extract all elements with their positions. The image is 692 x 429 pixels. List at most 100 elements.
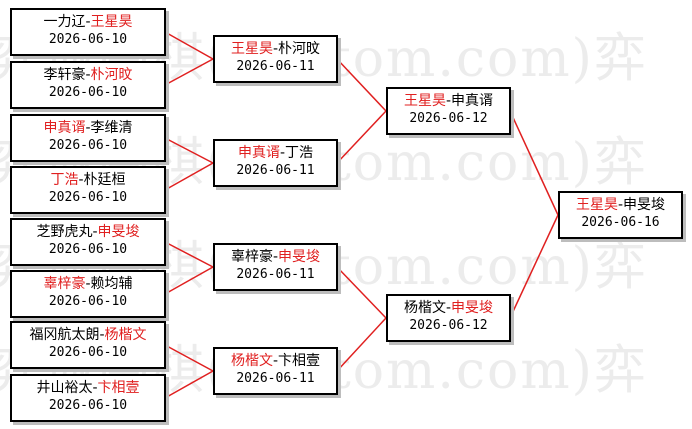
match-date: 2026-06-12: [409, 111, 488, 126]
match-players: 杨楷文-卞相壹: [215, 352, 336, 370]
player-2-name: 申旻埈: [451, 300, 494, 316]
match-date: 2026-06-12: [409, 318, 488, 333]
versus-dash: -: [85, 67, 91, 83]
match-date: 2026-06-11: [236, 371, 315, 386]
player-2-name: 杨楷文: [104, 327, 147, 343]
versus-dash: -: [99, 327, 105, 343]
player-1-name: 杨楷文: [403, 300, 446, 316]
match-date: 2026-06-11: [236, 59, 315, 74]
player-2-name: 丁浩: [285, 145, 314, 161]
player-2-name: 朴廷桓: [83, 172, 126, 188]
match-players: 王星昊-朴河旼: [215, 40, 336, 58]
versus-dash: -: [445, 300, 452, 316]
connector-r2m3-r3m2: [336, 266, 387, 319]
player-2-name: 申旻埈: [97, 224, 140, 240]
player-1-name: 芝野虎丸: [36, 224, 93, 240]
versus-dash: -: [272, 41, 279, 57]
player-2-name: 朴河旼: [278, 41, 321, 57]
player-1-name: 李轩豪: [43, 67, 86, 83]
versus-dash: -: [85, 120, 91, 136]
versus-dash: -: [78, 172, 84, 188]
connector-r1m2-r2m1: [164, 58, 214, 86]
match-date: 2026-06-10: [48, 345, 128, 360]
match-date: 2026-06-11: [236, 267, 315, 282]
match-date: 2026-06-11: [236, 163, 315, 178]
player-2-name: 王星昊: [90, 14, 133, 30]
versus-dash: -: [92, 380, 98, 396]
versus-dash: -: [272, 249, 279, 265]
match-date: 2026-06-10: [48, 398, 128, 413]
player-1-name: 一力辽: [43, 14, 86, 30]
player-1-name: 王星昊: [403, 93, 446, 109]
player-1-name: 申真谞: [43, 120, 86, 136]
match-players: 申真谞-丁浩: [215, 144, 336, 162]
match-players: 一力辽-王星昊: [12, 13, 164, 31]
connector-r3m2-final: [509, 214, 559, 319]
match-date: 2026-06-10: [48, 32, 128, 47]
player-1-name: 辜梓豪: [43, 276, 86, 292]
versus-dash: -: [617, 197, 624, 213]
player-2-name: 申真谞: [451, 93, 494, 109]
match-date: 2026-06-10: [48, 190, 128, 205]
match-players: 丁浩-朴廷桓: [12, 171, 164, 189]
match-date: 2026-06-10: [48, 294, 128, 309]
connector-r3m1-final: [509, 110, 559, 216]
match-date: 2026-06-16: [581, 215, 660, 230]
connector-r1m1-r2m1: [164, 31, 214, 60]
player-2-name: 卞相壹: [278, 353, 321, 369]
player-1-name: 辜梓豪: [230, 249, 273, 265]
match-players: 杨楷文-申旻埈: [388, 299, 509, 317]
match-date: 2026-06-10: [48, 138, 128, 153]
player-1-name: 王星昊: [575, 197, 618, 213]
match-players: 辜梓豪-赖均辅: [12, 275, 164, 293]
connector-r1m3-r2m2: [164, 137, 214, 164]
player-1-name: 丁浩: [50, 172, 79, 188]
connector-r1m7-r2m4: [164, 344, 214, 372]
player-2-name: 申旻埈: [623, 197, 666, 213]
versus-dash: -: [445, 93, 452, 109]
match-players: 申真谞-李维清: [12, 119, 164, 137]
connector-r1m6-r2m3: [164, 266, 214, 295]
player-1-name: 井山裕太: [36, 380, 93, 396]
match-players: 王星昊-申旻埈: [560, 196, 681, 214]
match-date: 2026-06-10: [48, 85, 128, 100]
player-1-name: 杨楷文: [230, 353, 273, 369]
match-players: 芝野虎丸-申旻埈: [12, 223, 164, 241]
match-date: 2026-06-10: [48, 242, 128, 257]
match-players: 辜梓豪-申旻埈: [215, 248, 336, 266]
player-1-name: 申真谞: [237, 145, 280, 161]
player-2-name: 李维清: [90, 120, 133, 136]
connector-r1m5-r2m3: [164, 241, 214, 268]
connector-r1m4-r2m2: [164, 162, 214, 191]
versus-dash: -: [279, 145, 286, 161]
versus-dash: -: [272, 353, 279, 369]
connector-r1m8-r2m4: [164, 370, 214, 399]
connector-r2m1-r3m1: [336, 58, 387, 112]
player-2-name: 赖均辅: [90, 276, 133, 292]
match-players: 井山裕太-卞相壹: [12, 379, 164, 397]
versus-dash: -: [92, 224, 98, 240]
versus-dash: -: [85, 14, 91, 30]
player-2-name: 申旻埈: [278, 249, 321, 265]
player-2-name: 朴河旼: [90, 67, 133, 83]
match-players: 王星昊-申真谞: [388, 92, 509, 110]
match-players: 李轩豪-朴河旼: [12, 66, 164, 84]
player-2-name: 卞相壹: [97, 380, 140, 396]
connector-r2m2-r3m1: [336, 110, 387, 164]
